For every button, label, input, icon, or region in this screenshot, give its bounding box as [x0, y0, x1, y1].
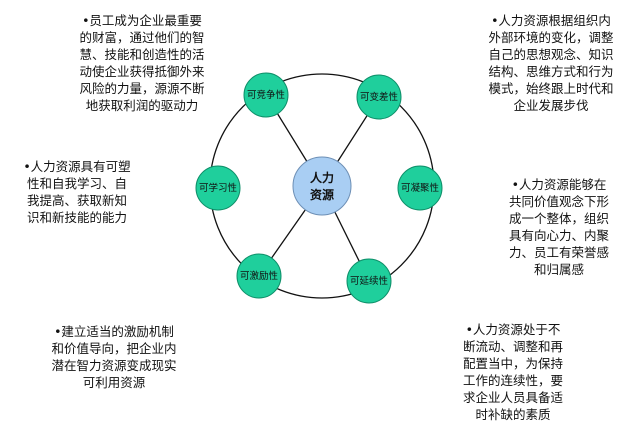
note-changeable: •人力资源根据组织内 外部环境的变化，调整 自己的思想观念、知识 结构、思维方式… [488, 13, 614, 113]
node-cohesive: 可凝聚性 [397, 165, 443, 211]
node-changeable: 可变差性 [356, 74, 402, 120]
node-continuous: 可延续性 [346, 258, 392, 304]
node-continuous-label: 可延续性 [350, 275, 389, 287]
note-cohesive: •人力资源能够在 共同价值观念下形 成一个整体，组织 具有向心力、内聚 力、员工… [508, 177, 609, 277]
node-cohesive-label: 可凝聚性 [401, 182, 440, 194]
center-label-line1: 人力 [310, 170, 334, 185]
node-motivational: 可激励性 [236, 253, 282, 299]
node-changeable-label: 可变差性 [360, 91, 399, 103]
node-learnable-label: 可学习性 [199, 182, 238, 194]
note-continuous: •人力资源处于不 断流动、调整和再 配置当中，为保持 工作的连续性，要 求企业人… [462, 322, 563, 422]
note-motivational: •建立适当的激励机制 和价值导向，把企业内 潜在智力资源变成现实 可利用资源 [51, 324, 177, 390]
node-competitive-label: 可竞争性 [247, 89, 286, 101]
node-motivational-label: 可激励性 [240, 270, 279, 282]
note-learnable: •人力资源具有可塑 性和自我学习、自 我提高、获取新知 识和新技能的能力 [23, 159, 131, 225]
note-competitive: •员工成为企业最重要 的财富，通过他们的智 慧、技能和创造性的活 动使企业获得抵… [79, 13, 205, 113]
node-competitive: 可竞争性 [243, 72, 289, 118]
center-label-line2: 资源 [310, 187, 334, 202]
node-learnable: 可学习性 [195, 165, 241, 211]
center-node: 人力 资源 [292, 156, 352, 216]
